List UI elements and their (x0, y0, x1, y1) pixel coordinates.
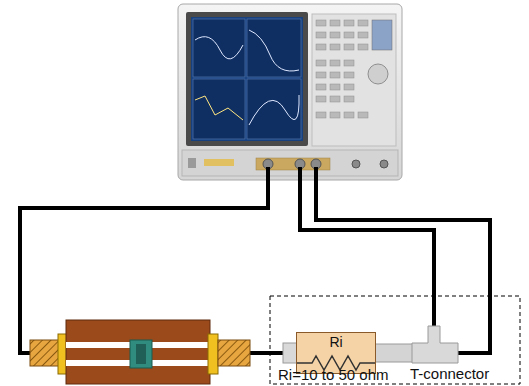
dashed-enclosure (270, 296, 520, 384)
cable (316, 167, 490, 353)
network-analyzer (178, 4, 402, 180)
cable (300, 167, 434, 326)
resistor-name: Ri (297, 334, 375, 350)
t-connector-body (412, 326, 458, 363)
t-connector-shape (410, 325, 460, 365)
part-name: T-connector (410, 365, 494, 382)
adapter-link (376, 344, 412, 362)
value-note: Ri=10 to 50 ohm (278, 366, 389, 383)
cable (250, 351, 283, 355)
adapter-outline (376, 344, 412, 362)
t-connector: T-connector (410, 325, 494, 382)
connector-piece (283, 343, 297, 363)
test-fixture (30, 320, 250, 384)
